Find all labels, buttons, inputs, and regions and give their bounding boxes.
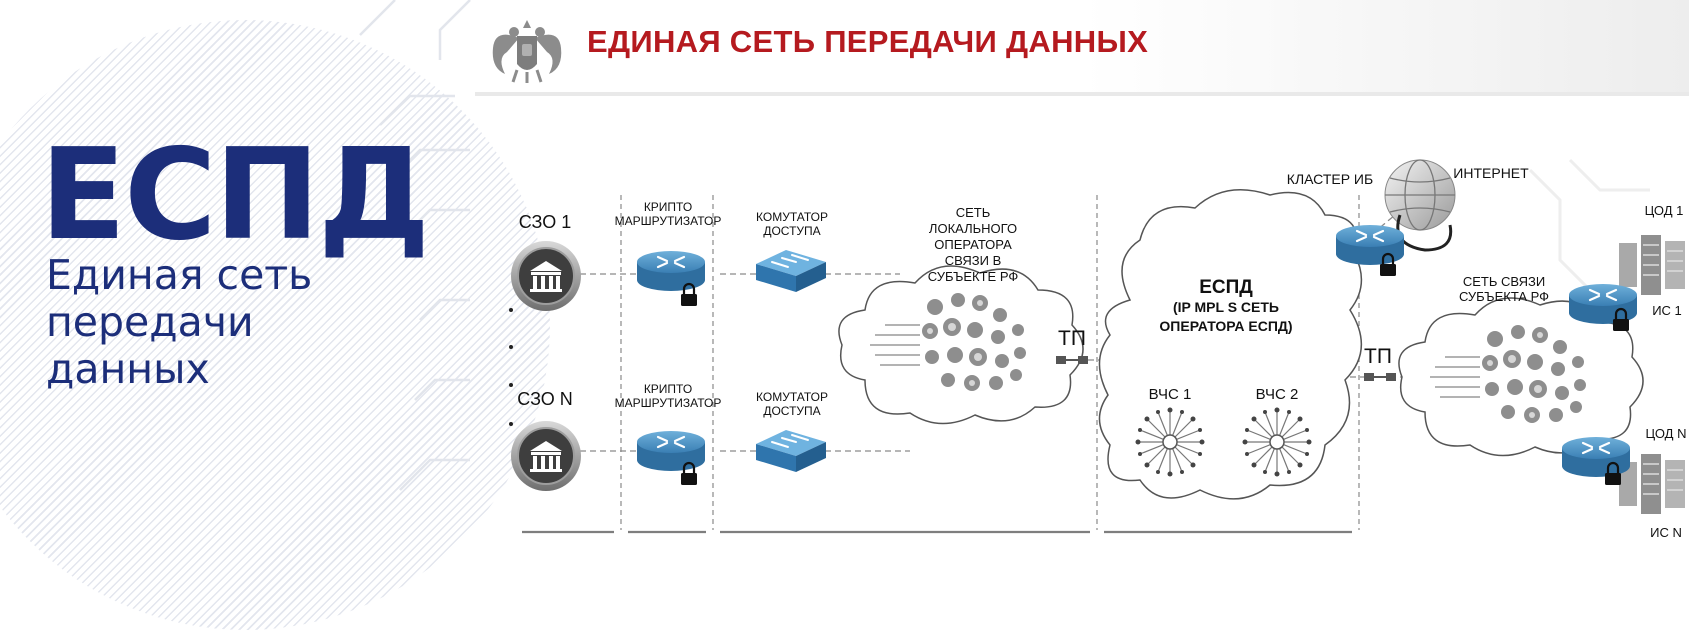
espd-cloud-title: ЕСПД: [1199, 277, 1253, 298]
szo-1-label: СЗО 1: [519, 212, 571, 232]
access-switch-2-label-line: ДОСТУПА: [763, 404, 820, 418]
data-center-n-label: ЦОД N: [1646, 426, 1687, 441]
szo-n-label: СЗО N: [517, 389, 572, 409]
vchs-2-hub-icon: [1241, 406, 1313, 478]
is-n-label: ИС N: [1650, 525, 1682, 539]
decor-trace: [419, 298, 470, 321]
data-center-1-server-icon: [1618, 234, 1686, 296]
crypto-router-2-label-line: КРИПТО: [644, 382, 692, 396]
tp-2-label: ТП: [1364, 345, 1392, 368]
brand-abbreviation: ЕСПД: [40, 121, 430, 268]
decor-trace: [394, 148, 470, 176]
access-switch-2-icon: [755, 429, 827, 473]
espd-cloud-subtitle-line: ОПЕРАТОРА ЕСПД): [1159, 318, 1292, 334]
decor-trace: [414, 378, 470, 401]
local-operator-label-line: СВЯЗИ В: [945, 253, 1002, 268]
decor-trace: [1568, 158, 1650, 192]
access-switch-2-label-line: КОМУТАТОР: [756, 390, 828, 404]
vchs-1-hub-icon: [1134, 406, 1206, 478]
network-diagram: СЗО 1 СЗО N КРИПТО МАРШРУТИЗАТОР КРИПТО …: [509, 159, 1687, 539]
local-operator-label-line: ОПЕРАТОРА: [934, 237, 1012, 252]
header-band: [475, 0, 1689, 96]
crypto-router-1-label-line: МАРШРУТИЗАТОР: [615, 214, 722, 228]
crypto-router-1-label-line: КРИПТО: [644, 200, 692, 214]
espd-cloud: [1098, 189, 1363, 500]
ellipsis-dot: [509, 308, 513, 312]
is-1-label: ИС 1: [1652, 303, 1682, 318]
decor-trace: [379, 94, 455, 126]
ellipsis-dot: [509, 383, 513, 387]
subject-network-label-line: СУБЪЕКТА РФ: [1459, 289, 1549, 304]
szo-1-building-icon: [510, 240, 582, 312]
local-operator-label-line: СУБЪЕКТЕ РФ: [928, 269, 1019, 284]
is-n-router-icon: [1560, 435, 1632, 479]
tp-1-label: ТП: [1058, 327, 1086, 350]
coat-of-arms-icon: [492, 20, 562, 83]
vchs-2-label: ВЧС 2: [1256, 386, 1299, 403]
decor-trace: [359, 0, 396, 36]
brand-full-name: Единая сеть передачи данных: [46, 251, 313, 394]
crypto-router-1-icon: [635, 249, 707, 293]
access-switch-1-label-line: ДОСТУПА: [763, 224, 820, 238]
cluster-ib-label: КЛАСТЕР ИБ: [1287, 171, 1373, 187]
decor-trace: [409, 208, 470, 231]
decor-trace: [399, 458, 470, 491]
data-center-1-label: ЦОД 1: [1645, 203, 1684, 218]
decor-trace: [438, 0, 471, 60]
ellipsis-dot: [509, 345, 513, 349]
crypto-router-2-icon: [635, 429, 707, 473]
espd-cloud-subtitle-line: (IP MPL S СЕТЬ: [1173, 299, 1279, 315]
vchs-1-label: ВЧС 1: [1149, 386, 1192, 403]
local-operator-network-cloud: [838, 265, 1084, 425]
link-line: [1364, 214, 1396, 241]
access-switch-1-label-line: КОМУТАТОР: [756, 210, 828, 224]
internet-label: ИНТЕРНЕТ: [1453, 165, 1529, 181]
tp-2-connector-icon: [1363, 372, 1397, 382]
access-switch-1-icon: [755, 249, 827, 293]
crypto-router-2-label-line: МАРШРУТИЗАТОР: [615, 396, 722, 410]
page-title: ЕДИНАЯ СЕТЬ ПЕРЕДАЧИ ДАННЫХ: [587, 24, 1149, 59]
local-operator-label-line: ЛОКАЛЬНОГО: [929, 221, 1017, 236]
szo-n-building-icon: [510, 420, 582, 492]
ellipsis-dot: [509, 422, 513, 426]
hatched-circle-decoration: [0, 20, 550, 630]
local-operator-label-line: СЕТЬ: [956, 205, 991, 220]
decor-trace: [1528, 168, 1602, 302]
subject-network-label-line: СЕТЬ СВЯЗИ: [1463, 274, 1545, 289]
